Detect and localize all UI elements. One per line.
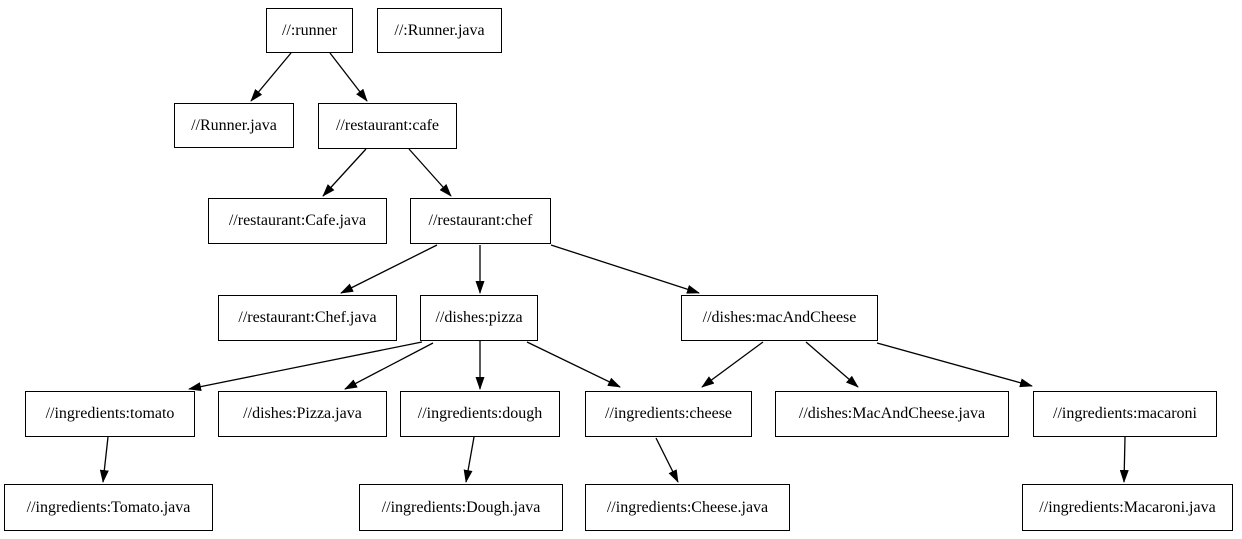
graph-edge-pizza-to-pizza-java (344, 342, 434, 390)
graph-edge-runner-to-cafe (329, 52, 368, 102)
graph-node-tomato-java: //ingredients:Tomato.java (4, 484, 213, 531)
graph-edge-tomato-to-tomato-java (99, 436, 109, 483)
graph-node-pizza: //dishes:pizza (420, 295, 538, 341)
graph-edge-runner-to-runner-java (250, 52, 292, 102)
graph-node-cheese-java: //ingredients:Cheese.java (585, 484, 790, 531)
graph-edge-macaroni-to-macaroni-java (1119, 436, 1129, 483)
graph-node-cafe-java: //restaurant:Cafe.java (208, 198, 387, 244)
graph-node-runner: //:runner (266, 8, 353, 53)
graph-node-macaroni: //ingredients:macaroni (1033, 391, 1217, 437)
graph-edge-mac-and-cheese-to-macaroni (876, 342, 1033, 388)
graph-node-chef-java: //restaurant:Chef.java (218, 295, 397, 341)
graph-node-mac-and-cheese: //dishes:macAndCheese (681, 295, 878, 341)
graph-node-chef: //restaurant:chef (410, 198, 551, 244)
graph-edge-pizza-to-tomato (188, 341, 423, 392)
graph-edge-cafe-to-chef (408, 148, 452, 197)
graph-edge-pizza-to-cheese (526, 341, 621, 388)
graph-node-cafe: //restaurant:cafe (318, 103, 457, 149)
graph-edge-cheese-to-cheese-java (655, 437, 679, 483)
graph-node-dough-java: //ingredients:Dough.java (359, 484, 563, 531)
graph-edge-chef-to-mac-and-cheese (550, 244, 700, 294)
graph-node-mac-and-cheese-java: //dishes:MacAndCheese.java (775, 391, 1009, 437)
graph-node-pizza-java: //dishes:Pizza.java (218, 391, 387, 437)
graph-edge-chef-to-chef-java (340, 244, 438, 294)
graph-edge-cafe-to-cafe-java (322, 148, 367, 197)
graph-node-cheese: //ingredients:cheese (585, 391, 752, 437)
graph-node-macaroni-java: //ingredients:Macaroni.java (1022, 484, 1233, 531)
graph-edge-mac-and-cheese-to-cheese (701, 341, 764, 388)
graph-node-runner-java: //Runner.java (174, 103, 294, 148)
graph-node-runner-java-root: //:Runner.java (377, 8, 502, 53)
graph-edge-mac-and-cheese-to-mac-and-cheese-java (805, 341, 859, 388)
graph-node-tomato: //ingredients:tomato (25, 391, 195, 437)
graph-edge-dough-to-dough-java (463, 436, 475, 483)
graph-node-dough: //ingredients:dough (400, 391, 560, 437)
